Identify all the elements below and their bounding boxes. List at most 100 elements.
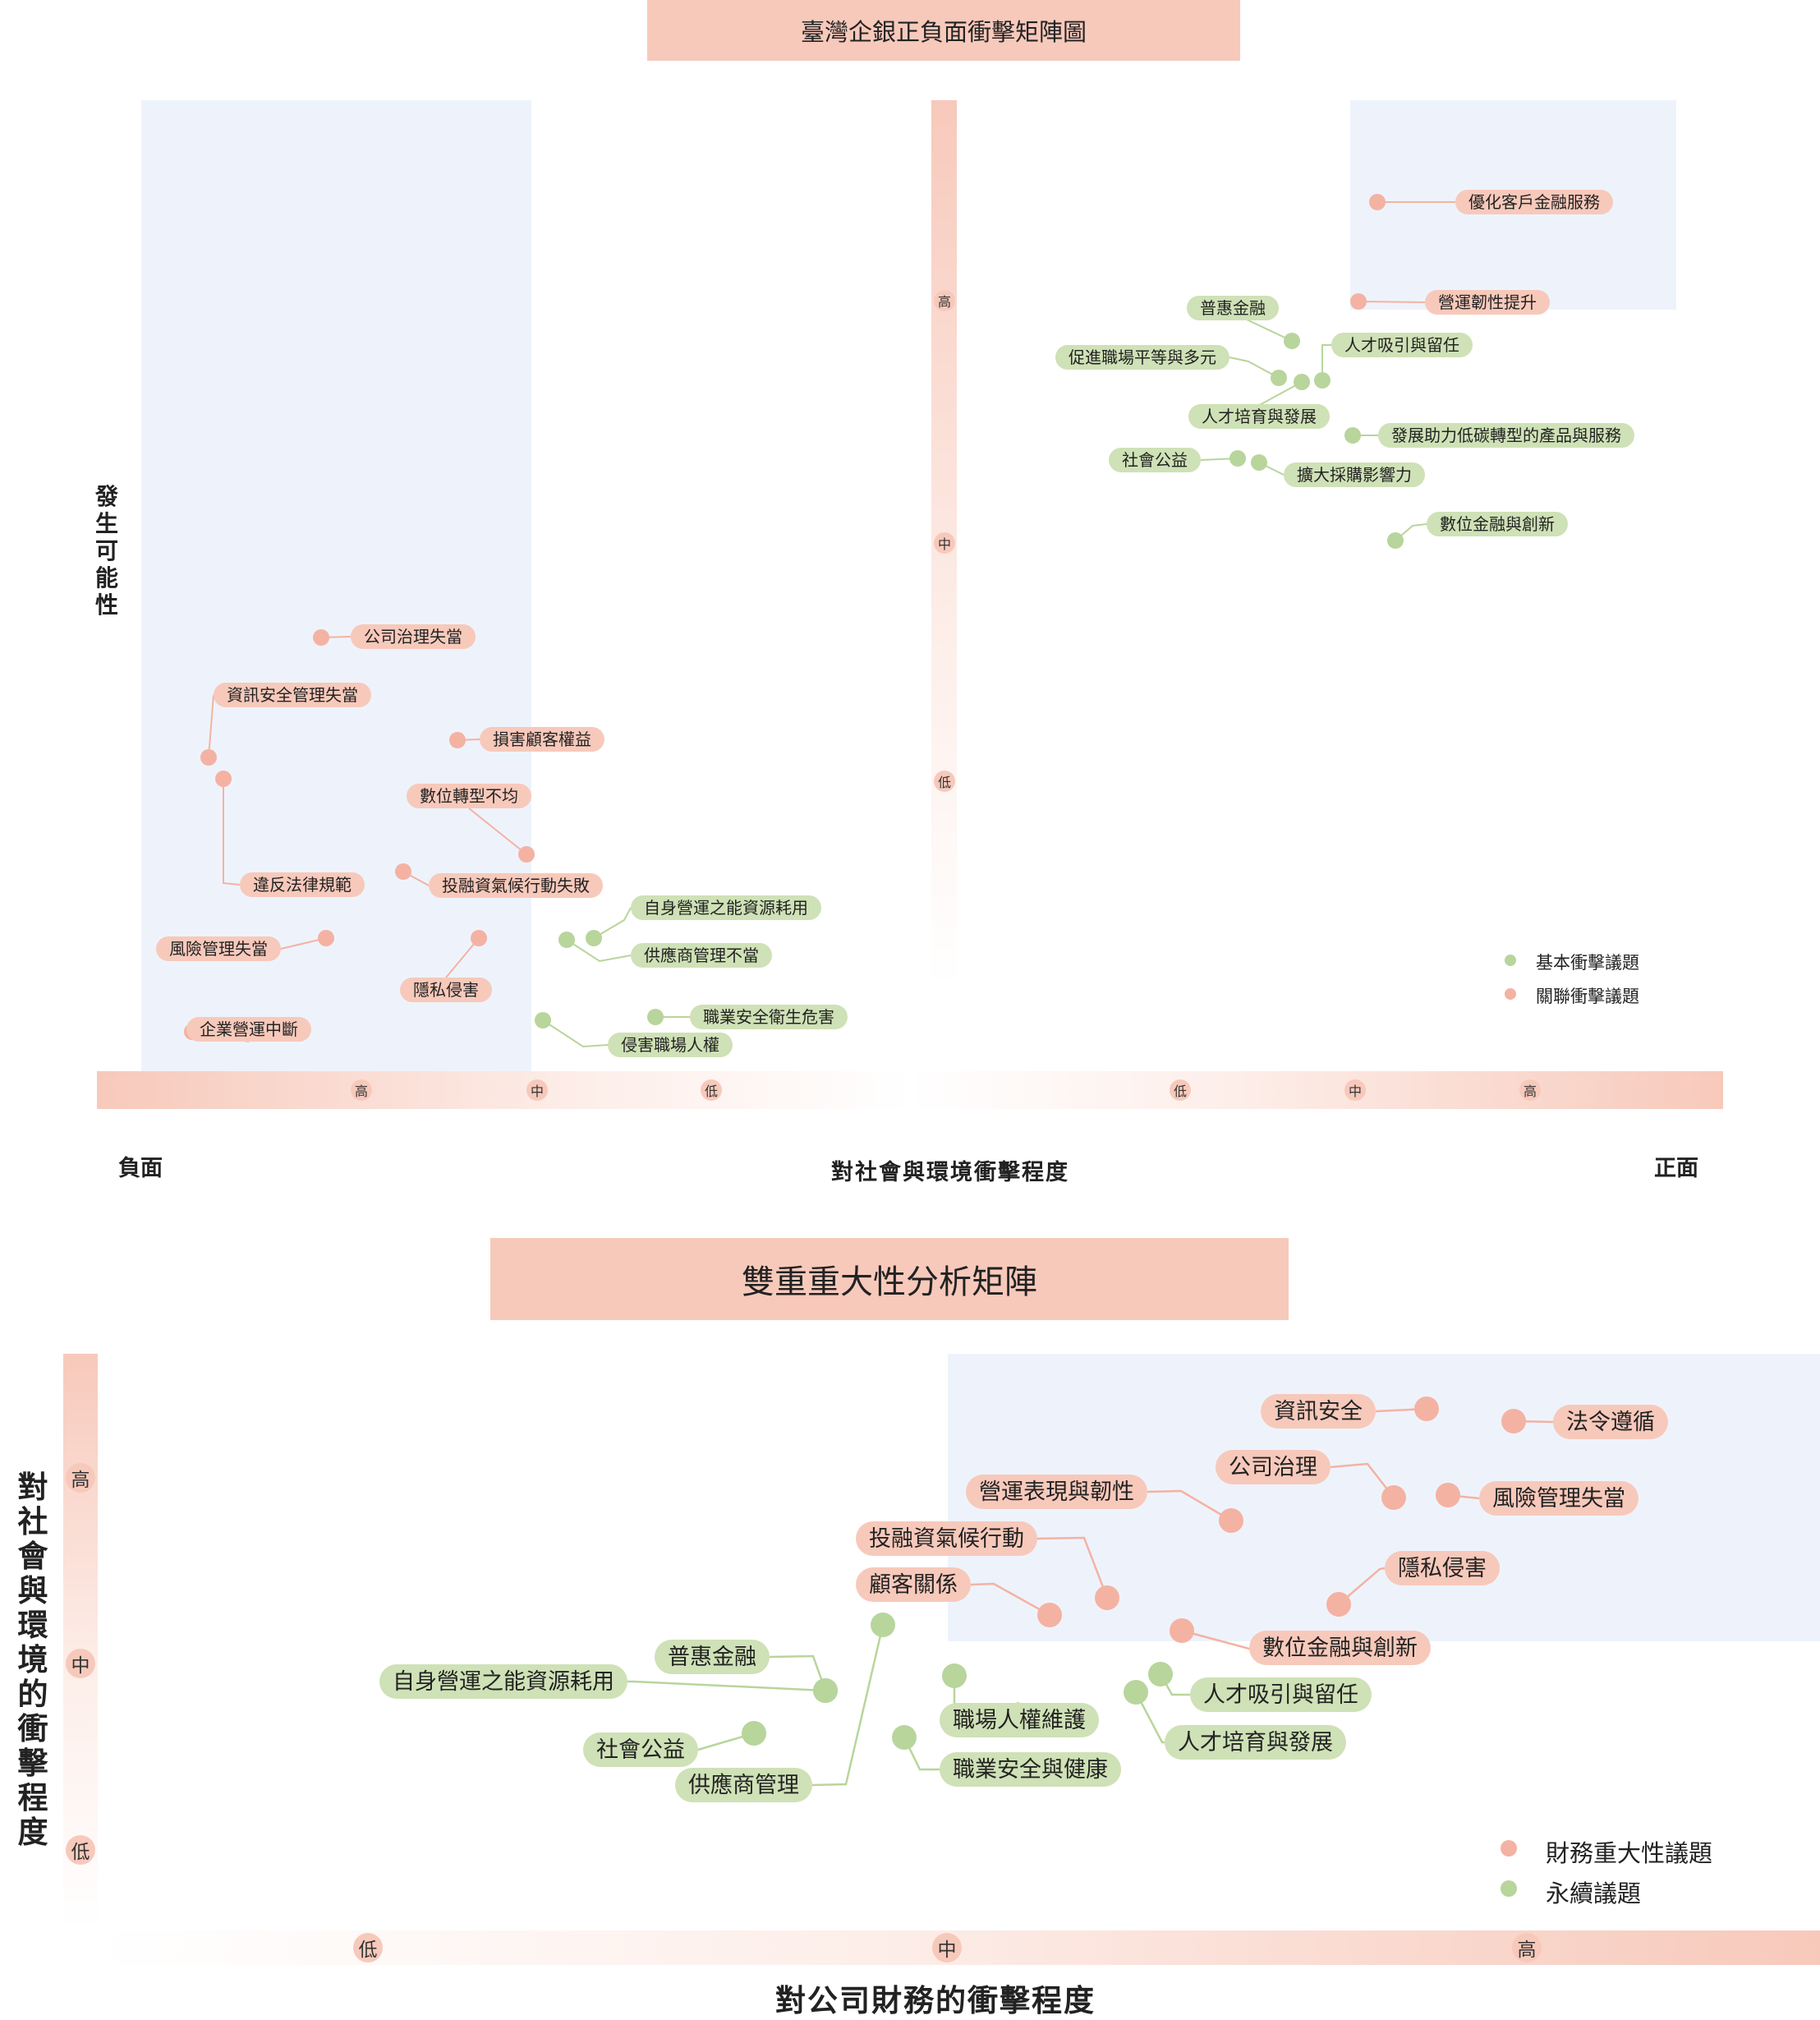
x-tick-pos-mid: 中 bbox=[1344, 1079, 1366, 1101]
legend-sustainability-dot bbox=[1501, 1880, 1517, 1897]
connector-line bbox=[970, 1582, 1050, 1617]
d1-node-label: 企業營運中斷 bbox=[186, 1017, 311, 1042]
axis-label-char: 程 bbox=[17, 1780, 48, 1815]
connector-line bbox=[1321, 344, 1331, 380]
x-tick-pos-high: 高 bbox=[1519, 1079, 1541, 1101]
diagram1-title: 臺灣企銀正負面衝擊矩陣圖 bbox=[647, 0, 1240, 61]
related-issue-dot bbox=[1350, 293, 1367, 310]
x-axis-label: 對社會與環境衝擊程度 bbox=[831, 1160, 1069, 1185]
connector-line bbox=[811, 1624, 885, 1787]
axis-label-char: 擊 bbox=[17, 1746, 48, 1781]
axis-label-char: 性 bbox=[94, 591, 118, 619]
d2-node-label: 人才培育與發展 bbox=[1165, 1725, 1346, 1760]
negative-label: 負面 bbox=[118, 1156, 163, 1181]
basic-issue-dot bbox=[558, 932, 575, 948]
connector-line bbox=[1229, 357, 1280, 379]
basic-issue-dot bbox=[1251, 454, 1267, 471]
d1-node-label: 人才吸引與留任 bbox=[1331, 333, 1473, 357]
positive-label: 正面 bbox=[1654, 1156, 1698, 1181]
axis-label-char: 境 bbox=[17, 1642, 48, 1677]
axis-label-char: 可 bbox=[94, 537, 118, 564]
y2-tick-high: 高 bbox=[66, 1463, 95, 1493]
legend-basic-label: 基本衝擊議題 bbox=[1536, 953, 1639, 973]
d1-node-label: 供應商管理不當 bbox=[631, 943, 772, 968]
related-issue-dot bbox=[200, 749, 217, 766]
related-issue-dot bbox=[215, 771, 232, 787]
related-issue-dot bbox=[1414, 1397, 1439, 1421]
basic-issue-dot bbox=[942, 1663, 967, 1688]
d1-node-label: 風險管理失當 bbox=[156, 936, 281, 961]
connector-line bbox=[223, 779, 241, 886]
x2-tick-low: 低 bbox=[353, 1933, 383, 1962]
connector-line bbox=[542, 1019, 609, 1048]
d1-node-label: 投融資氣候行動失敗 bbox=[429, 873, 603, 898]
connector-line bbox=[1147, 1489, 1232, 1522]
legend-related-label: 關聯衝擊議題 bbox=[1536, 987, 1639, 1006]
axis-label-char: 能 bbox=[94, 564, 118, 591]
basic-issue-dot bbox=[892, 1725, 917, 1750]
related-issue-dot bbox=[518, 846, 535, 863]
legend-financial-dot bbox=[1501, 1840, 1517, 1857]
related-issue-dot bbox=[1436, 1483, 1460, 1507]
x-tick-neg-high: 高 bbox=[351, 1079, 372, 1101]
legend-basic-dot bbox=[1505, 955, 1516, 966]
y2-axis-label: 對社會與環境的衝擊程度 bbox=[11, 1470, 54, 1850]
d1-node-label: 數位轉型不均 bbox=[407, 784, 531, 808]
d2-node-label: 職場人權維護 bbox=[940, 1703, 1099, 1737]
x-tick-neg-low: 低 bbox=[701, 1079, 722, 1101]
basic-issue-dot bbox=[1314, 372, 1331, 389]
basic-issue-dot bbox=[1124, 1680, 1148, 1705]
y-tick-high: 高 bbox=[934, 290, 955, 311]
d1-node-label: 普惠金融 bbox=[1187, 296, 1279, 320]
legend-related-dot bbox=[1505, 988, 1516, 1000]
d2-node-label: 顧客關係 bbox=[856, 1567, 971, 1602]
d1-node-label: 違反法律規範 bbox=[240, 872, 365, 897]
basic-issue-dot bbox=[1284, 333, 1300, 349]
d2-node-label: 社會公益 bbox=[583, 1732, 698, 1767]
d1-node-label: 發展助力低碳轉型的產品與服務 bbox=[1378, 423, 1634, 448]
legend-financial-label: 財務重大性議題 bbox=[1546, 1839, 1713, 1867]
related-issue-dot bbox=[1501, 1409, 1526, 1433]
d2-node-label: 職業安全與健康 bbox=[940, 1752, 1121, 1787]
connector-line bbox=[627, 1680, 826, 1692]
basic-issue-dot bbox=[1294, 374, 1310, 390]
y2-tick-low: 低 bbox=[66, 1835, 95, 1865]
related-issue-dot bbox=[1219, 1508, 1243, 1533]
x-tick-neg-mid: 中 bbox=[526, 1079, 548, 1101]
social-impact-axis-bar bbox=[63, 1354, 98, 1929]
d1-node-label: 資訊安全管理失當 bbox=[214, 683, 371, 707]
y2-tick-mid: 中 bbox=[66, 1649, 95, 1678]
d2-node-label: 人才吸引與留任 bbox=[1190, 1677, 1372, 1712]
basic-issue-dot bbox=[586, 930, 602, 946]
related-issue-dot bbox=[395, 863, 411, 880]
connector-line bbox=[1330, 1462, 1395, 1498]
basic-issue-dot bbox=[647, 1009, 664, 1025]
d2-node-label: 風險管理失當 bbox=[1479, 1481, 1638, 1516]
diagram2-title: 雙重重大性分析矩陣 bbox=[490, 1238, 1289, 1320]
d2-node-label: 隱私侵害 bbox=[1385, 1551, 1500, 1585]
d2-node-label: 數位金融與創新 bbox=[1249, 1631, 1431, 1665]
connector-line bbox=[593, 907, 632, 939]
axis-label-char: 會 bbox=[17, 1539, 48, 1574]
d2-node-label: 資訊安全 bbox=[1261, 1394, 1376, 1429]
connector-line bbox=[1338, 1567, 1386, 1605]
related-issue-dot bbox=[1381, 1485, 1406, 1510]
axis-label-char: 環 bbox=[17, 1608, 48, 1643]
basic-issue-dot bbox=[742, 1721, 766, 1746]
connector-line bbox=[208, 694, 214, 758]
axis-label-char: 度 bbox=[17, 1815, 48, 1850]
d2-node-label: 自身營運之能資源耗用 bbox=[379, 1664, 627, 1699]
connector-line bbox=[1036, 1536, 1109, 1599]
d1-node-label: 職業安全衛生危害 bbox=[690, 1005, 848, 1029]
x2-axis-label: 對公司財務的衝擊程度 bbox=[775, 1983, 1096, 2018]
d1-node-label: 隱私侵害 bbox=[400, 978, 492, 1002]
y-axis-label: 發生可能性 bbox=[90, 483, 123, 619]
x-tick-pos-low: 低 bbox=[1170, 1079, 1191, 1101]
basic-issue-dot bbox=[1148, 1662, 1173, 1686]
d2-node-label: 營運表現與韌性 bbox=[966, 1475, 1147, 1509]
d1-node-label: 優化客戶金融服務 bbox=[1455, 190, 1613, 214]
related-issue-dot bbox=[471, 930, 487, 946]
basic-issue-dot bbox=[813, 1678, 838, 1703]
d2-node-label: 供應商管理 bbox=[675, 1768, 812, 1802]
d2-node-label: 法令遵循 bbox=[1553, 1405, 1668, 1439]
